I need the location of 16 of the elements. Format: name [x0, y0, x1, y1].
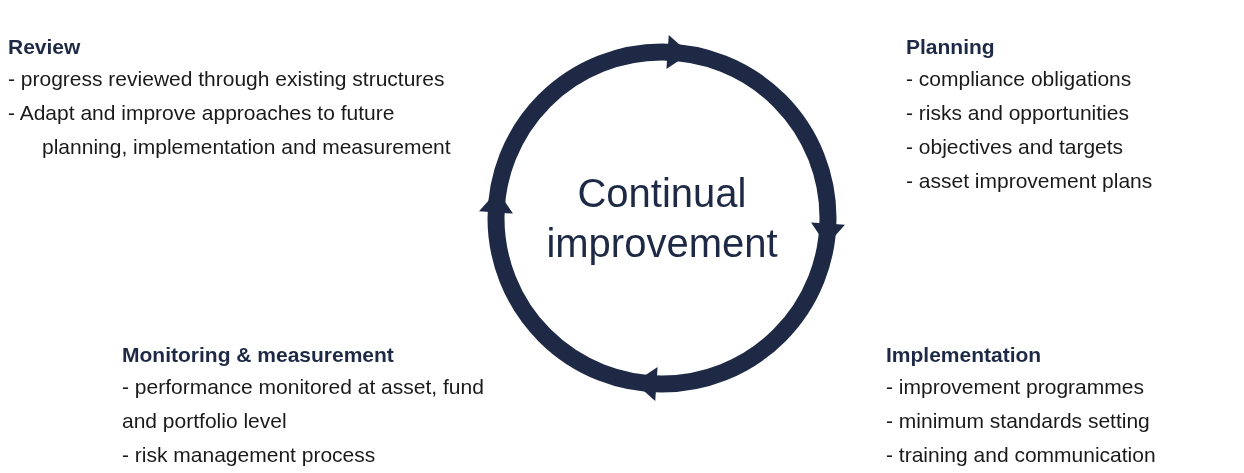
- section-heading: Review: [8, 34, 82, 60]
- bullet-item: - Adapt and improve approaches to future planning, implementation and measurement: [8, 100, 452, 160]
- bullet-item: - progress reviewed through existing structures: [8, 66, 446, 92]
- bullet-item: - improvement programmes: [886, 374, 1145, 400]
- bullet-item: - risks and opportunities: [906, 100, 1130, 126]
- bullet-item: - minimum standards setting: [886, 408, 1151, 434]
- section-heading: Implementation: [886, 342, 1043, 368]
- section-heading: Monitoring & measurement: [122, 342, 395, 368]
- bullet-item: - performance monitored at asset, fund and portfolio level: [122, 374, 485, 434]
- center-label: Continual improvement: [545, 170, 779, 267]
- section-heading: Planning: [906, 34, 996, 60]
- bullet-item: - asset improvement plans: [906, 168, 1154, 194]
- bullet-item: - compliance obligations: [906, 66, 1133, 92]
- bullet-item: - risk management process: [122, 442, 377, 468]
- bullet-item: - training and communication: [886, 442, 1157, 468]
- bullet-item: - objectives and targets: [906, 134, 1125, 160]
